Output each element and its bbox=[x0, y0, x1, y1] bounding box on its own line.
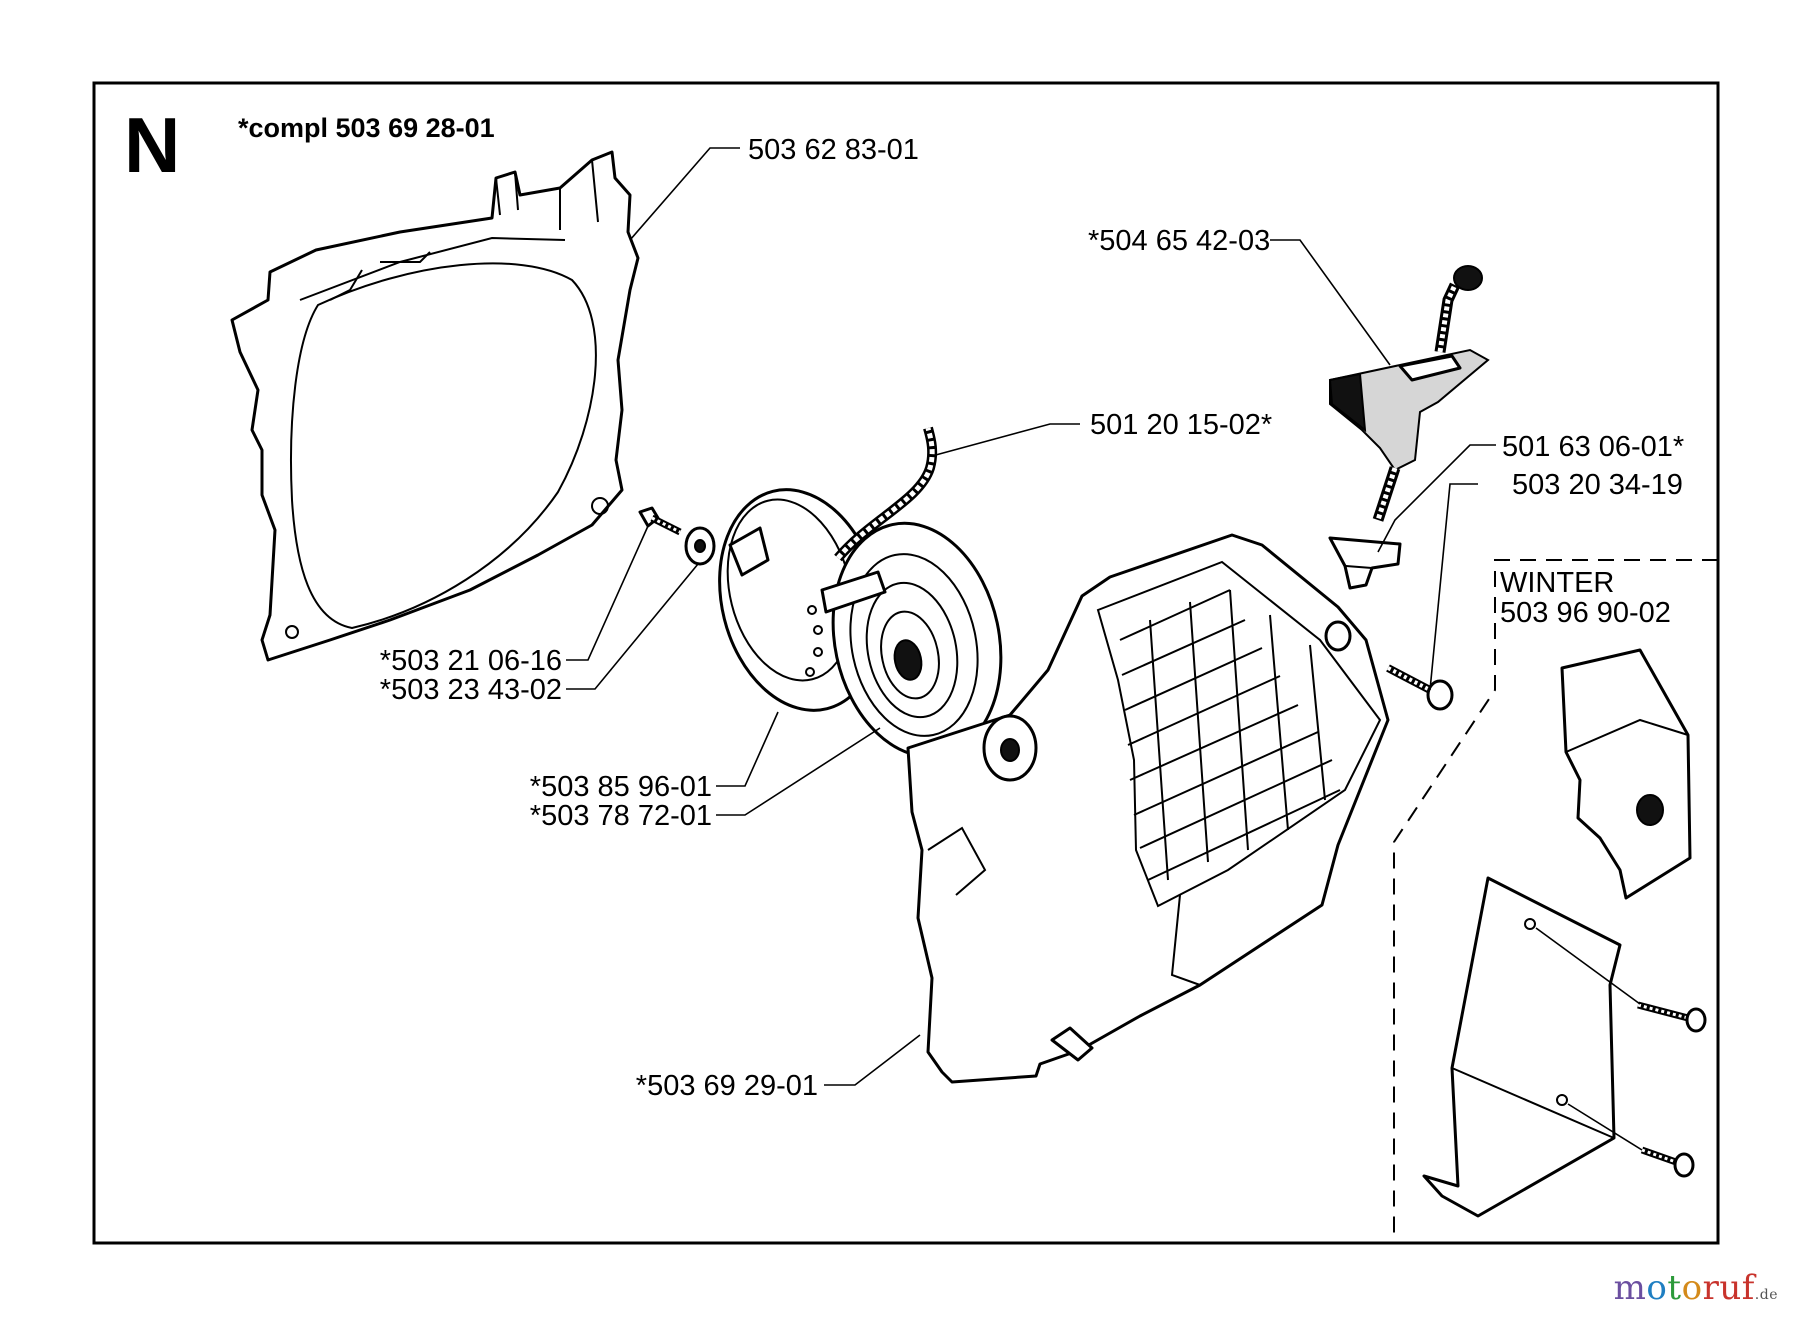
diagram-frame bbox=[92, 81, 1720, 1245]
starter-handle-part bbox=[1328, 265, 1490, 522]
cover-screw-part bbox=[1386, 664, 1454, 711]
small-screw-part bbox=[638, 506, 682, 536]
winter-kit-boundary bbox=[1393, 559, 1718, 1243]
winter-kit-part-number: 503 96 90-02 bbox=[1500, 597, 1671, 629]
label-starter-cover: *503 69 29-01 bbox=[636, 1070, 818, 1102]
label-cord-guide: 501 63 06-01* bbox=[1502, 431, 1684, 463]
recoil-spring-part bbox=[820, 521, 1003, 759]
brand-tld: .de bbox=[1754, 1287, 1778, 1303]
assembly-label: *compl 503 69 28-01 bbox=[238, 113, 495, 143]
starter-cover-part bbox=[906, 533, 1390, 1084]
label-spring: *503 78 72-01 bbox=[530, 800, 712, 832]
label-pulley: *503 85 96-01 bbox=[530, 771, 712, 803]
washer-part bbox=[684, 526, 716, 566]
cover-grille bbox=[1119, 589, 1341, 881]
fan-housing-part bbox=[230, 150, 640, 662]
label-screw-right: 503 20 34-19 bbox=[1512, 469, 1683, 501]
section-letter: N bbox=[124, 101, 180, 189]
brand-letter-2: o bbox=[1646, 1268, 1668, 1308]
winter-kit-title: WINTER bbox=[1500, 567, 1614, 599]
winter-bottom-plate-part bbox=[1422, 876, 1622, 1218]
label-starter-cord: 501 20 15-02* bbox=[1090, 409, 1272, 441]
label-fan-housing: 503 62 83-01 bbox=[748, 134, 919, 166]
cord-guide-part bbox=[1328, 536, 1402, 590]
brand-letter-3: t bbox=[1667, 1268, 1682, 1308]
brand-letter-4: o bbox=[1681, 1268, 1703, 1308]
watermark-logo: motoruf.de bbox=[1614, 1268, 1778, 1308]
winter-top-plate-part bbox=[1560, 648, 1692, 900]
label-small-screw: *503 21 06-16 bbox=[380, 645, 562, 677]
pulley-holes bbox=[805, 605, 823, 677]
label-washer: *503 23 43-02 bbox=[380, 674, 562, 706]
winter-screws-part bbox=[1535, 927, 1707, 1178]
brand-letter-1: m bbox=[1613, 1268, 1647, 1308]
starter-cord-part bbox=[834, 426, 938, 562]
label-handle: *504 65 42-03 bbox=[1088, 225, 1270, 257]
brand-letters-5: ruf bbox=[1702, 1268, 1755, 1308]
leader-lines bbox=[566, 147, 1496, 1086]
